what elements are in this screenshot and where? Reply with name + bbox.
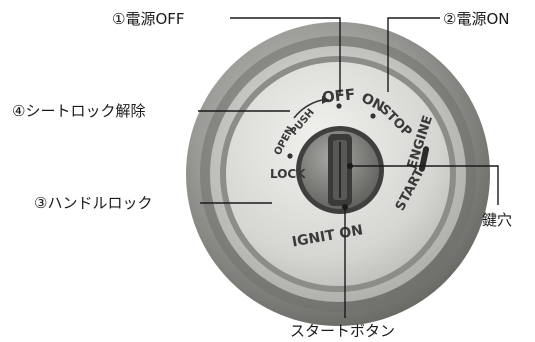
dial-label-off: OFF [321,85,356,106]
callout-keyhole: 鍵穴 [482,211,512,229]
start-button-pointer-dot [342,204,348,210]
leader-endpoints [342,163,353,210]
callout-start-button: スタートボタン [290,322,395,340]
callout-seat-lock-release: ④シートロック解除 [12,102,145,120]
keyhole-pointer-dot [347,163,353,169]
on-position-dot [370,113,376,119]
leader-power-off [230,17,341,94]
callout-handle-lock: ③ハンドルロック [34,194,152,212]
ignition-dial [186,22,490,326]
dial-label-lock: LOCK [270,167,306,181]
leader-keyhole [350,165,499,205]
callout-power-on: ②電源ON [443,10,509,28]
callout-power-off: ①電源OFF [112,10,185,28]
push-arrow-icon [293,99,323,119]
push-arrowhead-icon [322,96,330,104]
lock-position-dot [287,153,293,159]
leader-lines [198,17,499,318]
leader-power-on [387,17,440,92]
off-position-dot [336,103,342,109]
